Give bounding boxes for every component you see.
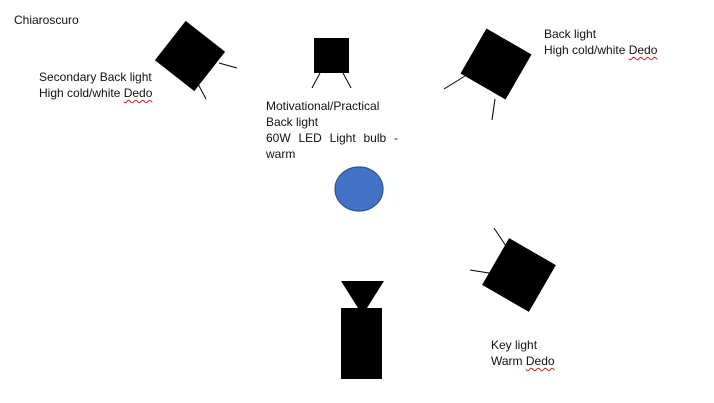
- practical-spec-word: Light: [329, 131, 356, 145]
- secondary-back-light-spec: High cold/white Dedo: [39, 85, 152, 101]
- key-light-spec: Warm Dedo: [491, 353, 555, 369]
- key-light-label: Key light Warm Dedo: [491, 337, 555, 369]
- secondary-back-light-label: Secondary Back light High cold/white Ded…: [39, 69, 152, 101]
- secondary-back-light-spec-word: Dedo: [123, 86, 153, 100]
- back-light-fixture: [443, 28, 532, 121]
- practical-light-role: Back light: [266, 115, 319, 129]
- practical-light-label: Motivational/Practical Back light 60W LE…: [266, 98, 398, 162]
- key-light-spec-text: Warm: [491, 354, 526, 368]
- camera-icon: [341, 281, 384, 379]
- practical-light-name: Motivational/Practical: [266, 99, 380, 113]
- diagram-title: Chiaroscuro: [14, 13, 79, 27]
- back-light-spec-text: High cold/white: [544, 43, 629, 57]
- key-light-name: Key light: [491, 338, 538, 352]
- subject-circle: [334, 166, 384, 212]
- secondary-back-light-spec-text: High cold/white: [39, 86, 124, 100]
- practical-light-spec: 60W LED Light bulb -: [266, 130, 398, 146]
- back-light-label: Back light High cold/white Dedo: [544, 26, 657, 58]
- back-light-spec: High cold/white Dedo: [544, 42, 657, 58]
- practical-light-tone: warm: [266, 147, 296, 161]
- practical-spec-word: LED: [298, 131, 322, 145]
- practical-spec-word: 60W: [266, 131, 291, 145]
- key-light-fixture: [469, 227, 556, 312]
- practical-spec-word: bulb: [363, 131, 387, 145]
- secondary-back-light-name: Secondary Back light: [39, 70, 152, 84]
- key-light-spec-word: Dedo: [525, 354, 555, 368]
- back-light-spec-word: Dedo: [628, 43, 658, 57]
- back-light-name: Back light: [544, 27, 597, 41]
- practical-light-fixture: [311, 38, 352, 89]
- practical-spec-word: -: [394, 131, 398, 145]
- secondary-back-light-fixture: [154, 20, 238, 100]
